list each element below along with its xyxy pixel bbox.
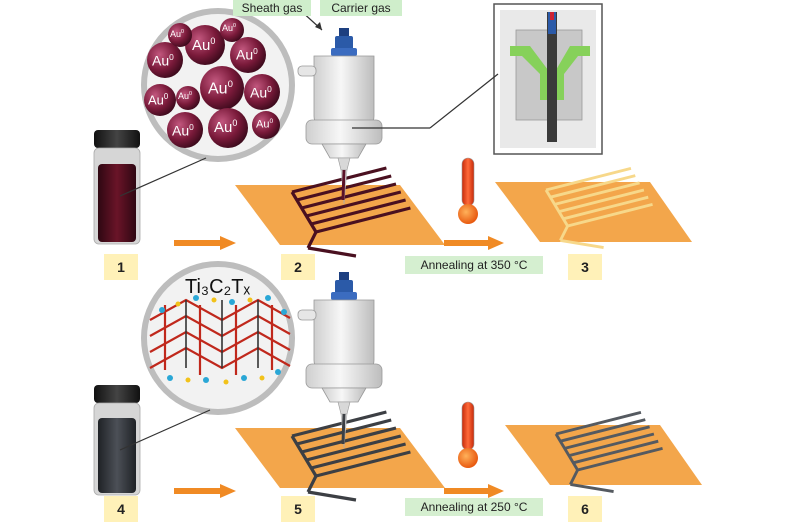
connector-line [119,157,207,197]
au-particle-label: Au0 [172,122,194,139]
step-5-badge: 5 [281,496,315,522]
vial-au-ink [93,130,141,245]
mxene-formula: Ti₃C₂Tₓ [185,276,251,298]
step-2-badge: 2 [281,254,315,280]
au-particle-label: Au0 [148,92,169,108]
au-nanoparticle-zoom [141,8,295,162]
annealing-350-label: Annealing at 350 °C [405,256,543,274]
thermometer-1 [458,157,478,224]
mxene-structure-zoom [141,261,295,415]
arrow-2-3 [444,236,504,250]
au-particle-label: Au0 [214,118,238,136]
sheath-gas-label: Sheath gas [233,0,311,16]
au-particle-label: Au0 [222,23,237,33]
step-4-badge: 4 [104,496,138,522]
au-particle-label: Au0 [170,29,185,39]
arrow-5-6 [444,484,504,498]
au-particle-label: Au0 [208,79,233,98]
step-1-badge: 1 [104,254,138,280]
print-head-1 [297,27,383,205]
au-particle-label: Au0 [152,52,174,69]
au-particle-label: Au0 [236,46,258,63]
nozzle-cross-section [493,3,603,155]
carrier-gas-label: Carrier gas [320,0,402,16]
arrow-1-2 [174,236,236,250]
annealing-250-label: Annealing at 250 °C [405,498,543,516]
vial-mxene-ink [93,385,141,496]
substrate-5 [235,428,445,488]
au-particle-label: Au0 [178,91,193,101]
substrate-2 [235,185,445,245]
au-particle-label: Au0 [192,36,216,54]
thermometer-2 [458,401,478,468]
au-particle-label: Au0 [250,84,272,101]
step-3-badge: 3 [568,254,602,280]
step-6-badge: 6 [568,496,602,522]
au-particle-label: Au0 [256,118,274,131]
arrow-4-5 [174,484,236,498]
print-head-2 [297,271,383,449]
